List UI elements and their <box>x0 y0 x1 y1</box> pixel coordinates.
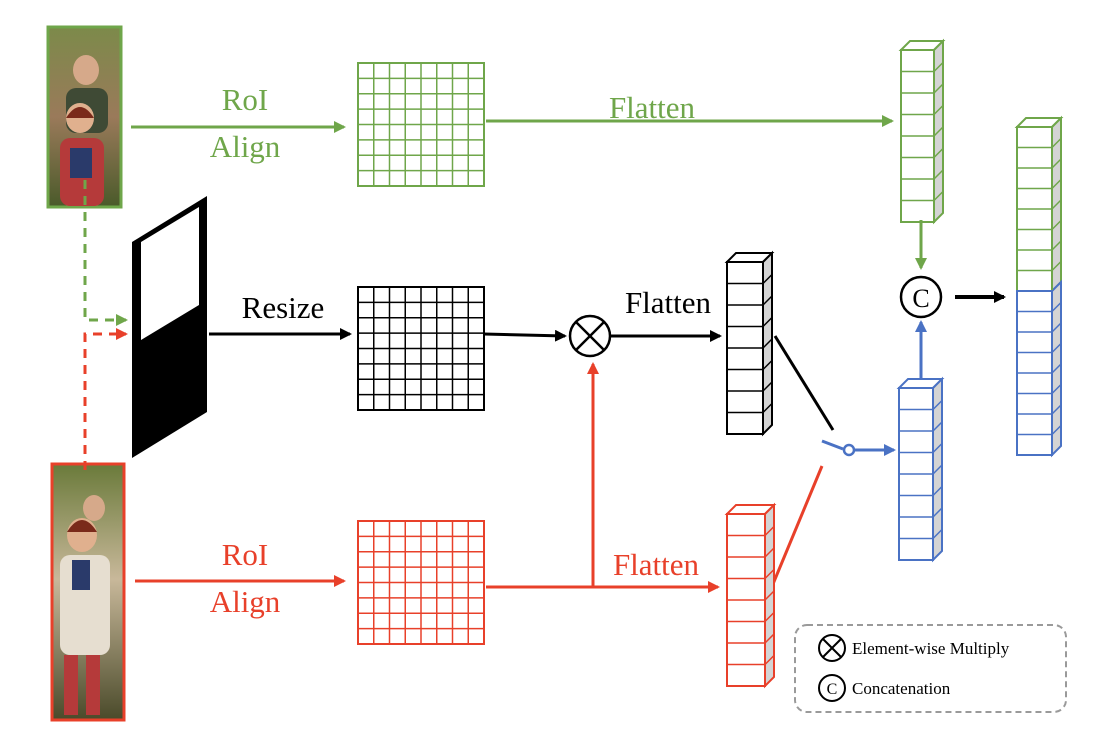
svg-text:C: C <box>827 681 838 698</box>
concat-icon: C <box>899 275 943 319</box>
legend-multiply-icon <box>818 634 846 662</box>
green-roi-label-line2: Align <box>210 129 281 164</box>
switch-black-input <box>773 335 835 431</box>
multiply-icon <box>568 314 612 358</box>
red-person-photo <box>50 462 126 722</box>
switch-red-input <box>771 465 824 585</box>
binary-mask <box>132 196 207 458</box>
red-roi-label-line1: RoI <box>222 537 269 572</box>
grid-to-multiply-arrow <box>483 329 567 342</box>
red-feature-grid <box>357 520 485 645</box>
green-person-photo <box>46 25 123 209</box>
black-flatten-label: Flatten <box>625 285 712 320</box>
red-roi-label-line2: Align <box>210 584 281 619</box>
green-dashed-connector <box>83 180 128 326</box>
legend-concat-icon: C <box>818 674 846 702</box>
switch-icon <box>821 439 856 457</box>
green-roi-label-line1: RoI <box>222 82 269 117</box>
legend-multiply-label: Element-wise Multiply <box>852 639 1010 658</box>
mask-feature-grid <box>357 286 485 411</box>
green-feature-grid <box>357 62 485 187</box>
red-dashed-connector <box>83 328 128 470</box>
resize-label: Resize <box>242 290 325 325</box>
red-flatten-label: Flatten <box>613 547 700 582</box>
legend: Element-wise Multiply C Concatenation <box>794 624 1067 713</box>
svg-text:C: C <box>912 284 929 313</box>
black-feature-vector <box>724 250 775 437</box>
green-flatten-label: Flatten <box>609 90 696 125</box>
output-feature-vector <box>1014 115 1064 458</box>
blue-feature-vector <box>896 376 945 563</box>
red-feature-vector <box>724 502 777 689</box>
green-feature-vector <box>898 38 946 225</box>
legend-concat-label: Concatenation <box>852 679 951 698</box>
